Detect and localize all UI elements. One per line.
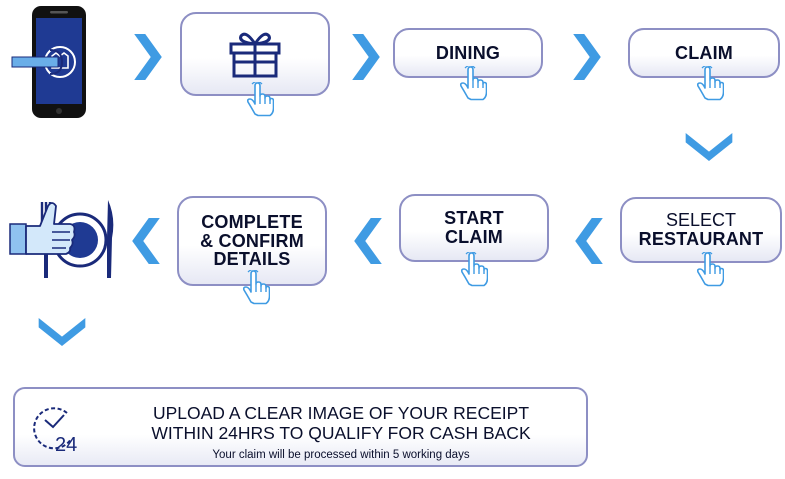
claim-label: CLAIM (675, 42, 733, 63)
clock-number: 24 (55, 434, 77, 456)
select-restaurant-button[interactable]: SELECT RESTAURANT (620, 197, 782, 263)
info-subtext: Your claim will be processed within 5 wo… (212, 449, 470, 461)
chevron-right-icon (352, 34, 380, 80)
chevron-left-icon (575, 218, 603, 264)
hand-pointer-icon (459, 66, 487, 101)
complete-label: COMPLETE (201, 211, 303, 232)
restaurant-label: RESTAURANT (638, 229, 764, 249)
chevron-left-icon (132, 218, 160, 264)
hand-pointer-icon (242, 270, 270, 305)
start-label: START (444, 208, 504, 229)
info-line-1: UPLOAD A CLEAR IMAGE OF YOUR RECEIPT (152, 403, 530, 423)
phone-app-icon (11, 6, 86, 118)
gift-icon (229, 32, 281, 78)
select-label: SELECT (665, 210, 736, 231)
thumbs-up-plate-icon (9, 200, 114, 278)
hand-pointer-icon (246, 82, 274, 117)
info-line-2: WITHIN 24HRS TO QUALIFY FOR CASH BACK (151, 423, 531, 443)
details-label: DETAILS (213, 249, 291, 270)
confirm-label: & CONFIRM (200, 230, 304, 251)
chevron-down-icon (685, 133, 733, 161)
claim-button[interactable]: CLAIM (628, 28, 780, 78)
hand-pointer-icon (696, 66, 724, 101)
chevron-down-icon (38, 318, 86, 346)
chevron-right-icon (573, 34, 601, 80)
hand-pointer-icon (696, 252, 724, 287)
start-claim-button[interactable]: START CLAIM (399, 194, 549, 262)
chevron-left-icon (354, 218, 382, 264)
start-claim-label: CLAIM (444, 227, 503, 247)
complete-confirm-button[interactable]: COMPLETE & CONFIRM DETAILS (177, 196, 327, 286)
upload-info-box: 24 UPLOAD A CLEAR IMAGE OF YOUR RECEIPT … (13, 387, 588, 467)
hand-pointer-icon (460, 252, 488, 287)
clock-24-icon: 24 (33, 407, 77, 456)
chevron-right-icon (134, 34, 162, 80)
dining-label: DINING (435, 42, 501, 63)
